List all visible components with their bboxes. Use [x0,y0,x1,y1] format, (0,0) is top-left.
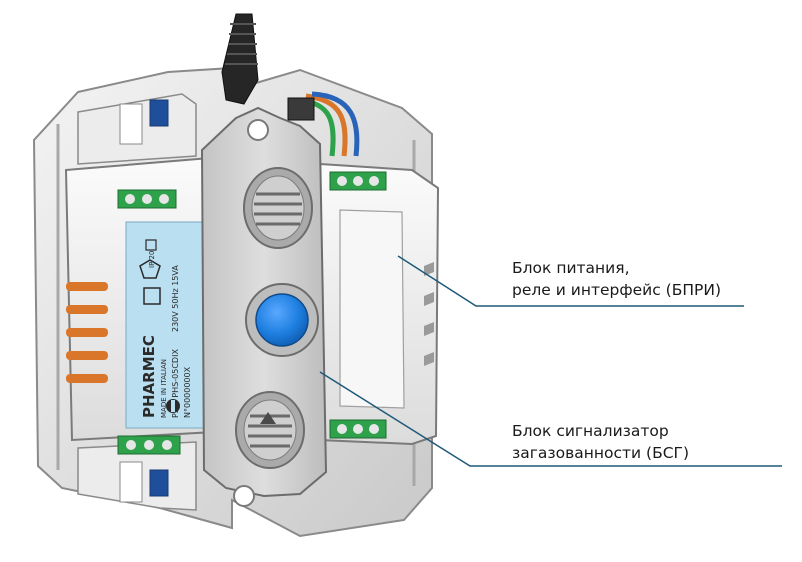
mounting-screw-bottom [233,485,255,507]
power-cable [221,13,259,105]
label-model: PSRI PHS-05CDIX [171,349,180,418]
callout-bsg: Блок сигнализатор загазованности (БСГ) [512,420,689,464]
leader-line-bsg [319,371,782,467]
test-button[interactable] [245,283,319,357]
leader-line-bpri [397,255,744,307]
internal-wires [287,91,360,157]
cable-gland [287,97,315,121]
callout-bpri-line2: реле и интерфейс (БПРИ) [512,281,721,299]
terminal-block-left-top [117,189,177,209]
sensor-grille-bottom-icon [235,391,305,469]
warning-triangle-icon [260,412,276,424]
terminal-block-right-bottom [329,419,387,439]
label-plate: PHARMEC MADE IN ITALIAN PSRI PHS-05CDIX … [125,221,205,429]
right-module-bpri [319,162,440,446]
certification-marks-icon [139,239,161,305]
label-rating: 230V 50Hz 15VA [171,265,180,332]
callout-bpri: Блок питания, реле и интерфейс (БПРИ) [512,257,721,301]
blue-clip-top [149,99,169,127]
blue-clip-bottom [149,469,169,497]
mounting-screw-top [247,119,269,141]
callout-bpri-line1: Блок питания, [512,259,630,277]
terminal-block-left-bottom [117,435,181,455]
vent-slots-right [424,262,434,366]
sensor-grille-top-icon [243,167,313,249]
label-serial: N°0000000X [183,366,192,418]
callout-bsg-line1: Блок сигнализатор [512,422,669,440]
top-left-block [77,93,197,165]
leader-lines [319,255,782,467]
label-made-in: MADE IN ITALIAN [160,359,168,418]
label-ip: IP 20 [148,251,156,268]
center-module-bsg [200,106,328,507]
callout-bsg-line2: загазованности (БСГ) [512,444,690,462]
orange-wires [66,282,108,383]
terminal-block-right-top [329,171,387,191]
bottom-left-block [77,441,197,511]
label-brand: PHARMEC [140,335,158,418]
pharmec-logo-icon [166,399,180,413]
